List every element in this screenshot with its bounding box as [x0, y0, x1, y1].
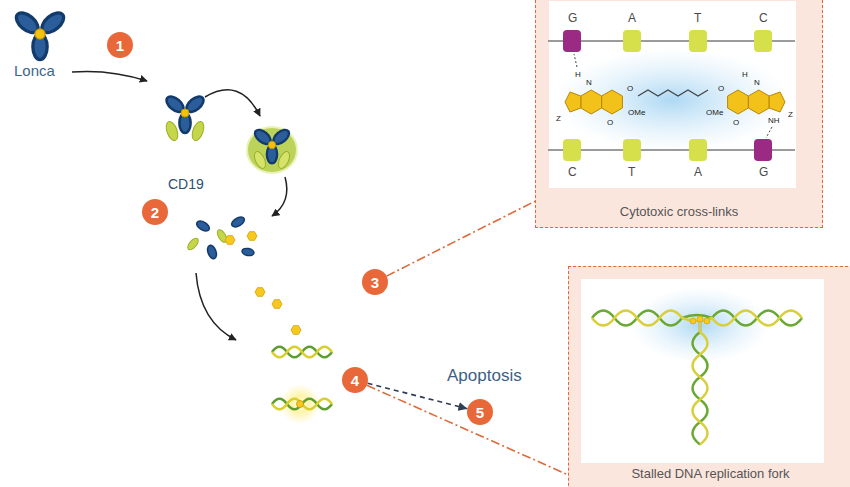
base-letter: G — [759, 166, 768, 180]
leader-connector — [387, 201, 535, 276]
panel-caption: Cytotoxic cross-links — [536, 205, 822, 220]
callout-text: 2 — [151, 205, 159, 220]
entry-arrow — [72, 71, 147, 81]
atom-label: OMe — [628, 108, 645, 117]
drug-label: Lonca — [14, 62, 55, 79]
callout-number: 2 — [142, 199, 168, 225]
base-letter: G — [568, 12, 577, 26]
callout-text: 1 — [116, 38, 124, 53]
base-letter: C — [568, 166, 577, 180]
atom-label: NH — [768, 116, 780, 125]
panel-caption: Stalled DNA replication fork — [569, 467, 850, 482]
lysosome-contents — [186, 215, 257, 260]
receptor-label: CD19 — [168, 176, 204, 192]
base-letter: T — [628, 166, 635, 180]
outcome-label: Apoptosis — [447, 366, 522, 386]
base-letter: C — [759, 12, 768, 26]
crosslink-chemistry — [548, 30, 795, 161]
atom-label: OMe — [706, 108, 723, 117]
callout-text: 3 — [371, 275, 379, 290]
atom-label: Z — [788, 110, 793, 119]
callout-number: 4 — [342, 367, 368, 393]
callout-number: 5 — [467, 399, 493, 425]
atom-label: O — [627, 84, 633, 93]
atom-label: Z — [556, 114, 561, 123]
callout-text: 4 — [351, 373, 359, 388]
atom-label: H — [742, 70, 748, 79]
atom-label: H — [575, 70, 581, 79]
base-letter: A — [694, 166, 702, 180]
atom-label: O — [718, 84, 724, 93]
replication-fork — [592, 287, 802, 445]
leader-connector — [367, 385, 568, 475]
endocytic-pocket — [247, 127, 297, 173]
atom-label: O — [733, 118, 739, 127]
traffic-arrow — [272, 177, 287, 216]
target-cell: CD19 2 3 4 — [110, 88, 535, 487]
atom-label: N — [586, 78, 592, 87]
receptor-complex — [164, 94, 207, 143]
atom-label: N — [754, 78, 760, 87]
cell-halo — [117, 99, 516, 487]
callout-text: 5 — [476, 405, 484, 420]
base-letter: A — [628, 12, 636, 26]
atom-label: O — [607, 118, 613, 127]
base-letter: T — [694, 12, 701, 26]
payload-molecules — [255, 288, 301, 335]
arrow-connector — [368, 383, 468, 409]
antibody-icon — [13, 9, 67, 60]
internalization-arrow — [205, 90, 260, 116]
callout-number: 3 — [362, 269, 388, 295]
callout-number: 1 — [107, 32, 133, 58]
payload-arrow — [196, 273, 236, 340]
cell-outline — [110, 88, 535, 487]
nuclear-dna — [272, 347, 332, 424]
